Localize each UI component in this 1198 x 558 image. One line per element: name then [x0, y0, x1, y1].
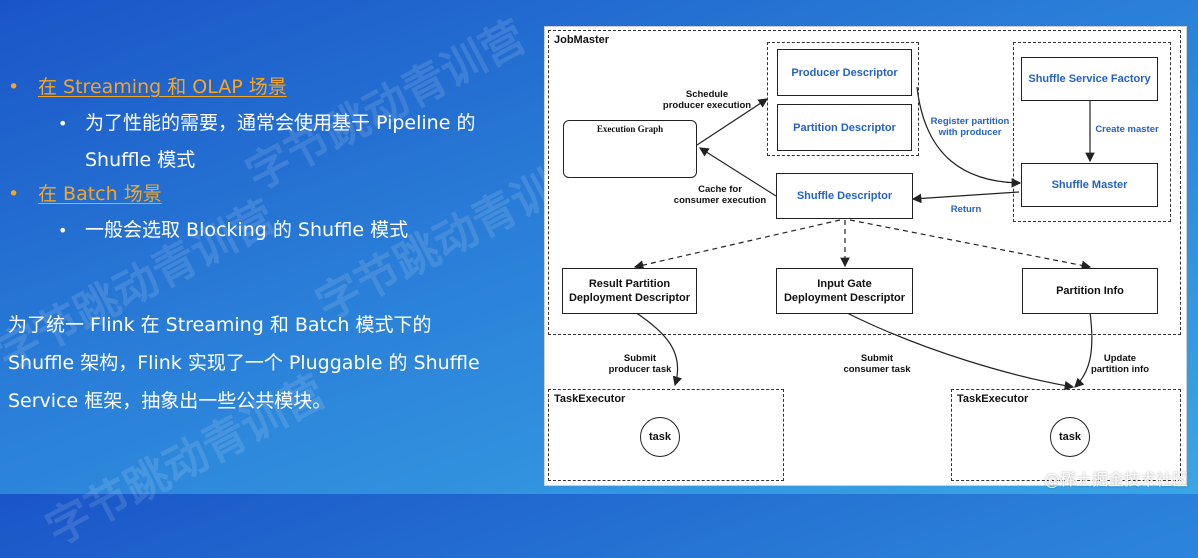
label-line: Submit [860, 353, 894, 364]
bullet-dot: • [8, 76, 20, 98]
label-line: with producer [938, 127, 1002, 138]
sub-bullet-pipeline: • 为了性能的需要，通常会使用基于 Pipeline 的 Shuffle 模式 [8, 105, 528, 179]
label-line: Submit [623, 353, 657, 364]
label-line: Cache for [698, 184, 742, 195]
label-line: Update [1103, 353, 1137, 364]
taskexecutor-label: TaskExecutor [554, 393, 626, 405]
execution-graph-box: Execution Graph [563, 120, 697, 178]
bullet-list: • 在 Streaming 和 OLAP 场景 • 为了性能的需要，通常会使用基… [8, 72, 528, 249]
jobmaster-label: JobMaster [554, 34, 610, 46]
return-label: Return [950, 204, 982, 215]
node-text: Deployment Descriptor [783, 292, 906, 304]
label-line: Schedule [685, 89, 729, 100]
edge-submit-producer [634, 311, 683, 387]
label-line: consumer task [843, 364, 911, 375]
edge-register [916, 86, 1022, 188]
sub-bullet-text: Shuffle 模式 [85, 149, 196, 171]
paragraph-line: 为了统一 Flink 在 Streaming 和 Batch 模式下的 [8, 314, 432, 336]
edge-update-partition [1074, 311, 1093, 388]
shuffle-architecture-diagram: JobMaster Producer Descriptor Partition … [544, 26, 1187, 486]
partition-info-node: Partition Info [1022, 268, 1158, 314]
edge-to-result-partition [633, 219, 841, 270]
execution-graph-label: Execution Graph [596, 124, 664, 134]
edge-cache [698, 147, 777, 197]
edge-return [911, 191, 1020, 204]
label-line: producer execution [662, 100, 752, 111]
edge-to-partition-info [849, 219, 1092, 271]
bullet-link-batch[interactable]: 在 Batch 场景 [38, 183, 162, 205]
sub-bullet-text: 一般会选取 Blocking 的 Shuffle 模式 [85, 219, 409, 241]
edge-submit-consumer [844, 311, 1075, 391]
source-credit: @稀土掘金技术社区 [1043, 470, 1188, 489]
create-master-label: Create master [1095, 124, 1159, 135]
producer-group-region [767, 42, 919, 156]
bullet-dot: • [8, 183, 20, 205]
label-line: Register partition [930, 116, 1010, 127]
node-text: Input Gate [817, 278, 872, 290]
label-line: consumer execution [673, 195, 767, 206]
node-text: Result Partition [588, 278, 671, 290]
summary-paragraph: 为了统一 Flink 在 Streaming 和 Batch 模式下的 Shuf… [8, 306, 528, 420]
sub-bullet-text: 为了性能的需要，通常会使用基于 Pipeline 的 [85, 112, 476, 134]
jobmaster-region: JobMaster [548, 30, 1181, 335]
partition-descriptor-node: Partition Descriptor [777, 104, 912, 151]
node-text: Deployment Descriptor [568, 292, 691, 304]
shuffle-descriptor-node: Shuffle Descriptor [776, 173, 913, 219]
bullet-dot: • [58, 221, 68, 240]
shuffle-master-group-region [1013, 42, 1171, 222]
shuffle-master-node: Shuffle Master [1021, 163, 1158, 207]
taskexecutor-label: TaskExecutor [957, 393, 1029, 405]
producer-task-node: task [640, 417, 680, 457]
bullet-dot: • [58, 114, 68, 133]
bullet-link-streaming[interactable]: 在 Streaming 和 OLAP 场景 [38, 76, 287, 98]
bullet-streaming: • 在 Streaming 和 OLAP 场景 [8, 72, 528, 102]
edge-schedule [696, 98, 769, 146]
paragraph-line: Shuffle 架构，Flink 实现了一个 Pluggable 的 Shuff… [8, 352, 480, 374]
producer-descriptor-node: Producer Descriptor [777, 49, 912, 96]
paragraph-line: Service 框架，抽象出一些公共模块。 [8, 390, 332, 412]
label-line: partition info [1090, 364, 1150, 375]
bullet-batch: • 在 Batch 场景 [8, 179, 528, 209]
taskexecutor-region-consumer: TaskExecutor [951, 389, 1181, 481]
taskexecutor-region-producer: TaskExecutor [548, 389, 784, 481]
shuffle-service-factory-node: Shuffle Service Factory [1021, 57, 1158, 101]
label-line: producer task [608, 364, 672, 375]
sub-bullet-blocking: • 一般会选取 Blocking 的 Shuffle 模式 [8, 212, 528, 249]
consumer-task-node: task [1050, 417, 1090, 457]
